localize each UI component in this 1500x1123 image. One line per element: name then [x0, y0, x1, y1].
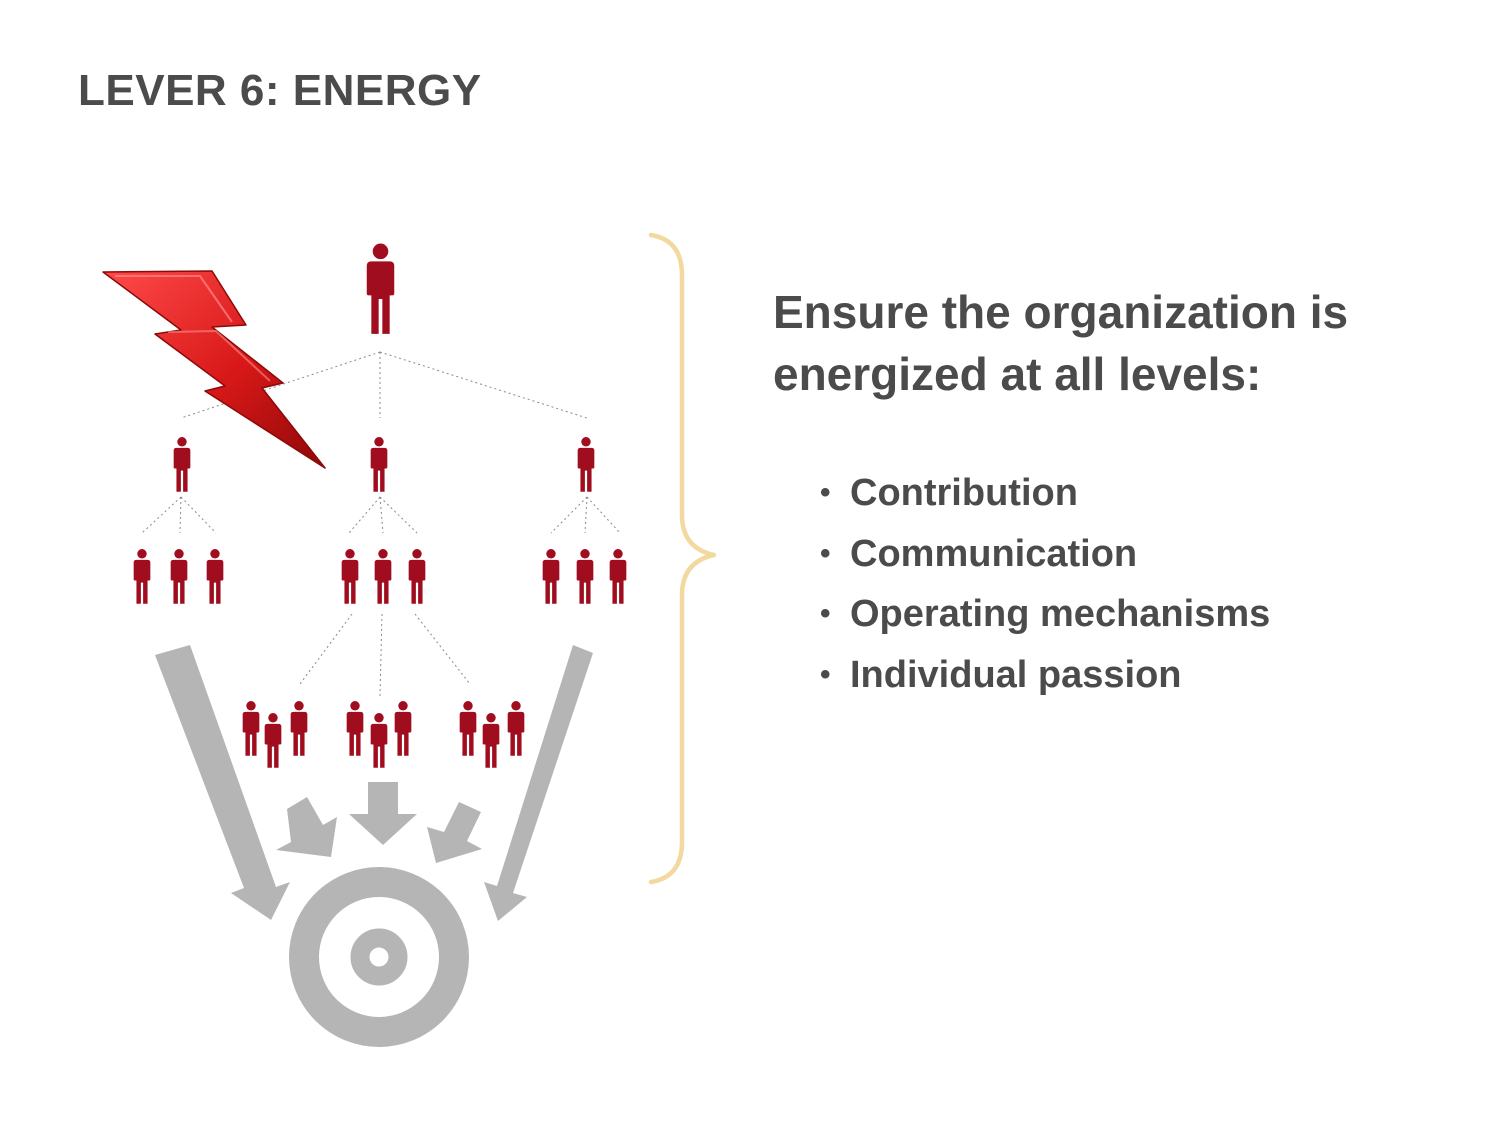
page-title: LEVER 6: ENERGY	[78, 66, 482, 115]
left-small-arrow-icon	[276, 797, 337, 857]
person-icon	[341, 549, 359, 604]
bullet-marker: •	[820, 657, 831, 691]
list-item: • Communication	[820, 524, 1270, 585]
lightning-bolt-icon	[102, 270, 326, 469]
person-icon	[609, 549, 627, 604]
person-icon	[173, 437, 191, 492]
target-icon	[289, 867, 469, 1047]
person-icon	[290, 701, 308, 756]
person-icon	[133, 549, 151, 604]
center-down-arrow-icon	[349, 782, 417, 845]
list-item-label: Communication	[850, 532, 1138, 575]
list-item: • Operating mechanisms	[820, 584, 1270, 645]
list-item: • Contribution	[820, 463, 1270, 524]
right-large-arrow-icon	[484, 645, 593, 921]
person-icon	[242, 701, 260, 756]
person-icon	[346, 701, 364, 756]
person-icon	[206, 549, 224, 604]
bullet-marker: •	[820, 476, 831, 509]
org-connector-lines	[141, 351, 621, 697]
person-icon	[370, 713, 388, 768]
person-icon	[370, 437, 388, 492]
bullet-list: • Contribution • Communication • Operating …	[820, 463, 1270, 705]
person-icon	[459, 701, 477, 756]
bullet-marker: •	[820, 597, 831, 630]
person-icon	[482, 713, 500, 768]
list-item-label: Individual passion	[850, 653, 1182, 696]
right-small-arrow-icon	[427, 802, 482, 863]
list-item: • Individual passion	[820, 645, 1270, 706]
list-item-label: Operating mechanisms	[850, 593, 1271, 635]
person-icon	[576, 549, 594, 604]
headline: Ensure the organization is energized at …	[773, 281, 1473, 405]
left-large-arrow-icon	[155, 645, 290, 920]
person-icon	[408, 549, 426, 604]
list-item-label: Contribution	[850, 472, 1078, 514]
headline-line-1: Ensure the organization is	[773, 286, 1349, 338]
person-icon	[374, 549, 392, 604]
person-icon	[170, 549, 188, 604]
person-icon	[264, 713, 282, 768]
person-icon	[394, 701, 412, 756]
person-icon	[366, 243, 395, 334]
headline-line-2: energized at all levels:	[773, 348, 1262, 400]
person-icon	[542, 549, 560, 604]
person-icon	[507, 701, 525, 756]
person-icon	[577, 437, 595, 492]
curly-brace-icon	[648, 232, 717, 885]
bullet-marker: •	[820, 536, 831, 570]
convergence-arrows	[155, 645, 593, 921]
